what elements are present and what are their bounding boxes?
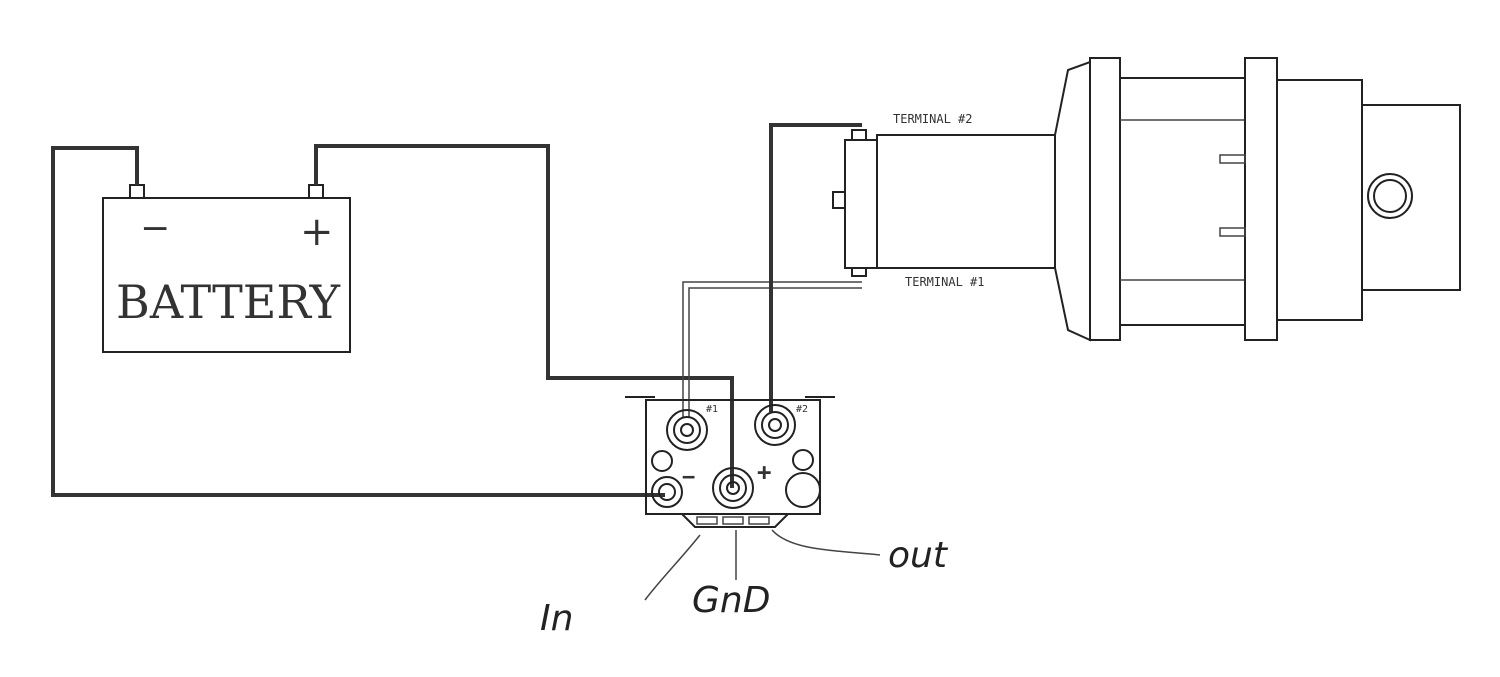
solenoid: #1 #2 − + [625, 396, 835, 528]
terminal1-wire-b [688, 287, 862, 418]
solenoid-negative-sign: − [682, 465, 695, 490]
handwritten-annotations: In GnD out [540, 529, 949, 639]
gnd-label: GnD [692, 580, 770, 621]
solenoid-post-positive [712, 467, 754, 509]
battery-negative-terminal [129, 184, 145, 199]
ground-wire [51, 146, 665, 497]
terminal1-wire [682, 281, 862, 418]
solenoid-post-2 [754, 404, 796, 446]
out-label: out [888, 535, 949, 576]
terminal1-label: TERMINAL #1 [905, 275, 984, 289]
solenoid-post-negative [651, 476, 683, 508]
positive-wire [314, 144, 734, 488]
winch-motor: TERMINAL #2 TERMINAL #1 [832, 57, 1461, 342]
battery-label: BATTERY [116, 275, 341, 329]
terminal2-wire [769, 123, 862, 412]
terminal2-label: TERMINAL #2 [893, 112, 972, 126]
solenoid-positive-sign: + [757, 458, 771, 486]
post2-label: #2 [796, 404, 808, 415]
post1-label: #1 [706, 404, 718, 415]
battery-positive-sign: + [300, 209, 334, 255]
battery-negative-sign: − [140, 208, 170, 249]
solenoid-post-1 [666, 409, 708, 451]
in-label: In [540, 598, 573, 639]
battery: − + BATTERY [102, 184, 351, 353]
battery-positive-terminal [308, 184, 324, 199]
